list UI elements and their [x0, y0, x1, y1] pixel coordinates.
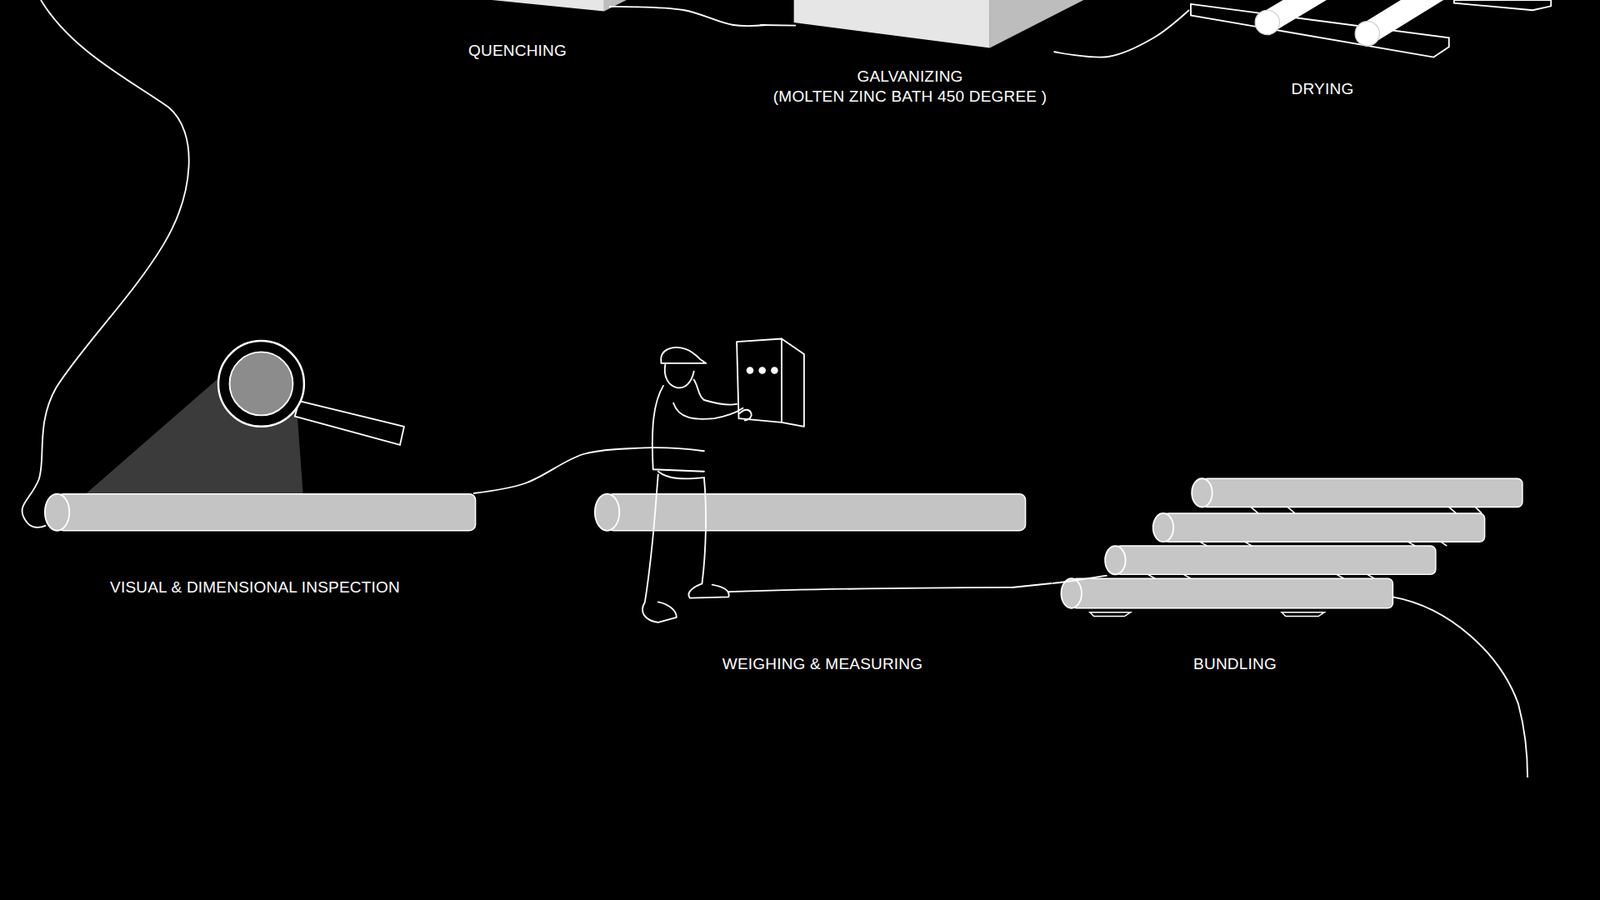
worker-helmet	[660, 347, 706, 364]
tablet	[736, 339, 782, 423]
pipe-end	[1255, 10, 1280, 35]
tablet-dot	[746, 366, 755, 375]
worker-leg	[688, 477, 729, 598]
process-stage: BUNDLING	[1051, 466, 1419, 676]
stage-label: (MOLTEN ZINC BATH 450 DEGREE )	[773, 87, 1047, 106]
pipe-end	[1105, 545, 1125, 575]
stage-label: DRYING	[1291, 80, 1355, 99]
stage-label-group: VISUAL & DIMENSIONAL INSPECTION	[36, 578, 474, 597]
magnifier-lens	[230, 351, 294, 415]
stage-label: BUNDLING	[1193, 655, 1277, 674]
pipe-end	[1153, 513, 1174, 542]
bundle-support	[1090, 612, 1325, 617]
pipe-end	[1060, 578, 1081, 609]
flow-connector	[473, 448, 634, 494]
tablet-dot	[770, 366, 779, 375]
worker-head	[665, 364, 695, 388]
flow-wire	[1392, 596, 1528, 778]
worker-arm	[673, 400, 743, 420]
flow-wire	[633, 447, 705, 451]
worker-leg	[642, 474, 677, 623]
stage-label-group: GALVANIZING(MOLTEN ZINC BATH 450 DEGREE …	[766, 67, 1055, 106]
flow-wire	[728, 587, 1011, 592]
quenching-tank	[491, 0, 605, 11]
process-stage: GALVANIZING(MOLTEN ZINC BATH 450 DEGREE …	[766, 0, 1055, 109]
worker-lap	[658, 471, 705, 480]
process-stage: QUENCHING	[425, 0, 610, 63]
process-stage: DRYING	[1189, 0, 1456, 101]
flow-connector	[1011, 583, 1052, 588]
drying-rail	[1454, 0, 1551, 10]
pipe-end	[1355, 21, 1380, 46]
pipe	[57, 494, 476, 531]
galvanizing-bath	[794, 0, 990, 49]
process-stage: WEIGHING & MEASURING	[633, 329, 1012, 676]
galvanizing-bath-side	[990, 0, 1085, 49]
pipe	[1071, 578, 1394, 609]
stage-label-group: QUENCHING	[425, 41, 610, 60]
worker-body	[652, 385, 705, 472]
stage-label: GALVANIZING	[856, 67, 963, 86]
pipe-end	[595, 494, 620, 531]
worker-figure	[633, 339, 1011, 623]
pipe	[1163, 513, 1485, 542]
tablet-side	[781, 339, 805, 427]
stage-label-group: WEIGHING & MEASURING	[633, 655, 1012, 674]
quenching-tank-side	[604, 0, 627, 11]
flow-wire	[1051, 575, 1107, 584]
illustration-group	[22, 0, 1552, 778]
pipe	[607, 494, 1026, 531]
tablet-dot	[758, 366, 766, 375]
flow-connector	[609, 6, 767, 26]
worker-body	[694, 380, 705, 400]
stage-label-group: BUNDLING	[1051, 655, 1419, 674]
stage-label: VISUAL & DIMENSIONAL INSPECTION	[110, 578, 400, 597]
process-stage: VISUAL & DIMENSIONAL INSPECTION	[36, 333, 474, 600]
pipe-end	[45, 494, 70, 531]
stage-label: QUENCHING	[468, 41, 567, 60]
stage-label-group: DRYING	[1189, 80, 1456, 99]
pipe-end	[1191, 478, 1212, 507]
magnifier-handle	[295, 400, 405, 445]
pipe	[1201, 478, 1522, 507]
flow-connector	[1054, 10, 1190, 58]
stage-label: WEIGHING & MEASURING	[722, 655, 923, 674]
magnifier-ring	[218, 340, 305, 427]
pipe	[1115, 545, 1435, 575]
